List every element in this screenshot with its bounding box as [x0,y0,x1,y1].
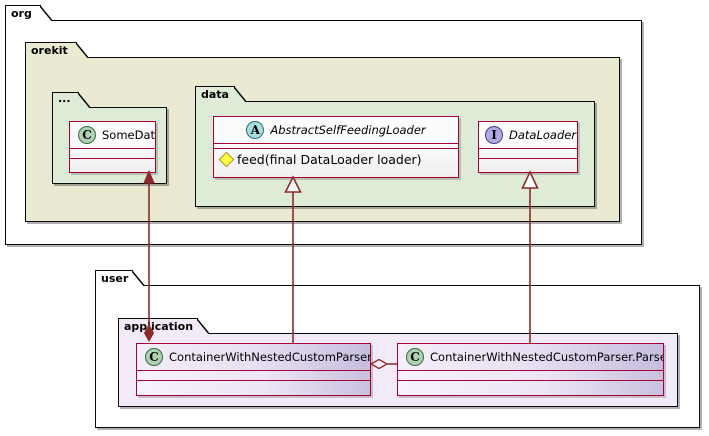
class-divider [398,370,663,371]
package-application-label: application [124,320,194,333]
class-icon: C [406,348,424,366]
relationship-realization-dataloader[interactable] [521,170,539,343]
class-some-data-name: SomeData [102,128,156,142]
package-dots-tab[interactable]: ... [52,92,91,108]
package-user-label: user [101,272,129,285]
package-application-tab[interactable]: application [118,318,210,334]
package-org-tab[interactable]: org [5,5,53,21]
class-data-loader-name: DataLoader [509,128,577,142]
package-user-tab[interactable]: user [95,270,145,286]
class-divider [70,148,155,149]
package-tab-slant-icon [40,6,53,21]
class-abstract-self-feeding-loader-header: A AbstractSelfFeedingLoader [214,117,458,143]
package-dots-label: ... [58,92,71,105]
class-icon: C [145,348,163,366]
class-container-with-nested-custom-parser-name: ContainerWithNestedCustomParser [169,350,371,364]
class-container-with-nested-custom-parser[interactable]: C ContainerWithNestedCustomParser [136,343,371,396]
class-divider [214,143,458,144]
interface-icon: I [485,126,503,144]
package-data-label: data [201,88,229,101]
class-some-data[interactable]: C SomeData [69,121,156,173]
class-divider [479,148,577,149]
class-container-with-nested-custom-parser-header: C ContainerWithNestedCustomParser [137,344,370,370]
relationship-aggregation-parser[interactable] [369,358,397,370]
class-divider [214,148,458,149]
class-container-with-nested-custom-parser-parser-name: ContainerWithNestedCustomParser.Parser [430,350,664,364]
class-icon: C [78,126,96,144]
abstract-class-icon: A [246,121,265,139]
package-org-label: org [11,7,32,20]
class-data-loader-header: I DataLoader [479,122,577,148]
class-methods-compartment: feed(final DataLoader loader) [214,149,458,171]
method-row-feed: feed(final DataLoader loader) [218,151,452,168]
class-divider [70,158,155,159]
package-tab-slant-icon [76,43,89,58]
package-tab-slant-icon [132,271,145,286]
package-tab-slant-icon [234,87,247,102]
class-container-with-nested-custom-parser-parser-header: C ContainerWithNestedCustomParser.Parser [398,344,663,370]
class-divider [479,158,577,159]
class-data-loader[interactable]: I DataLoader [478,121,578,173]
relationship-generalization-abstract[interactable] [284,175,302,343]
package-tab-slant-icon [78,93,91,108]
class-divider [398,380,663,381]
package-orekit-label: orekit [31,44,68,57]
class-container-with-nested-custom-parser-parser[interactable]: C ContainerWithNestedCustomParser.Parser [397,343,664,396]
method-signature: feed(final DataLoader loader) [237,152,422,167]
class-some-data-header: C SomeData [70,122,155,148]
class-abstract-self-feeding-loader-name: AbstractSelfFeedingLoader [270,123,426,137]
class-divider [137,370,370,371]
class-abstract-self-feeding-loader[interactable]: A AbstractSelfFeedingLoader feed(final D… [213,116,459,178]
package-orekit-tab[interactable]: orekit [25,42,89,58]
class-divider [137,380,370,381]
package-data-tab[interactable]: data [195,86,247,102]
package-tab-slant-icon [197,319,210,334]
relationship-composition-somedata[interactable] [143,169,155,343]
